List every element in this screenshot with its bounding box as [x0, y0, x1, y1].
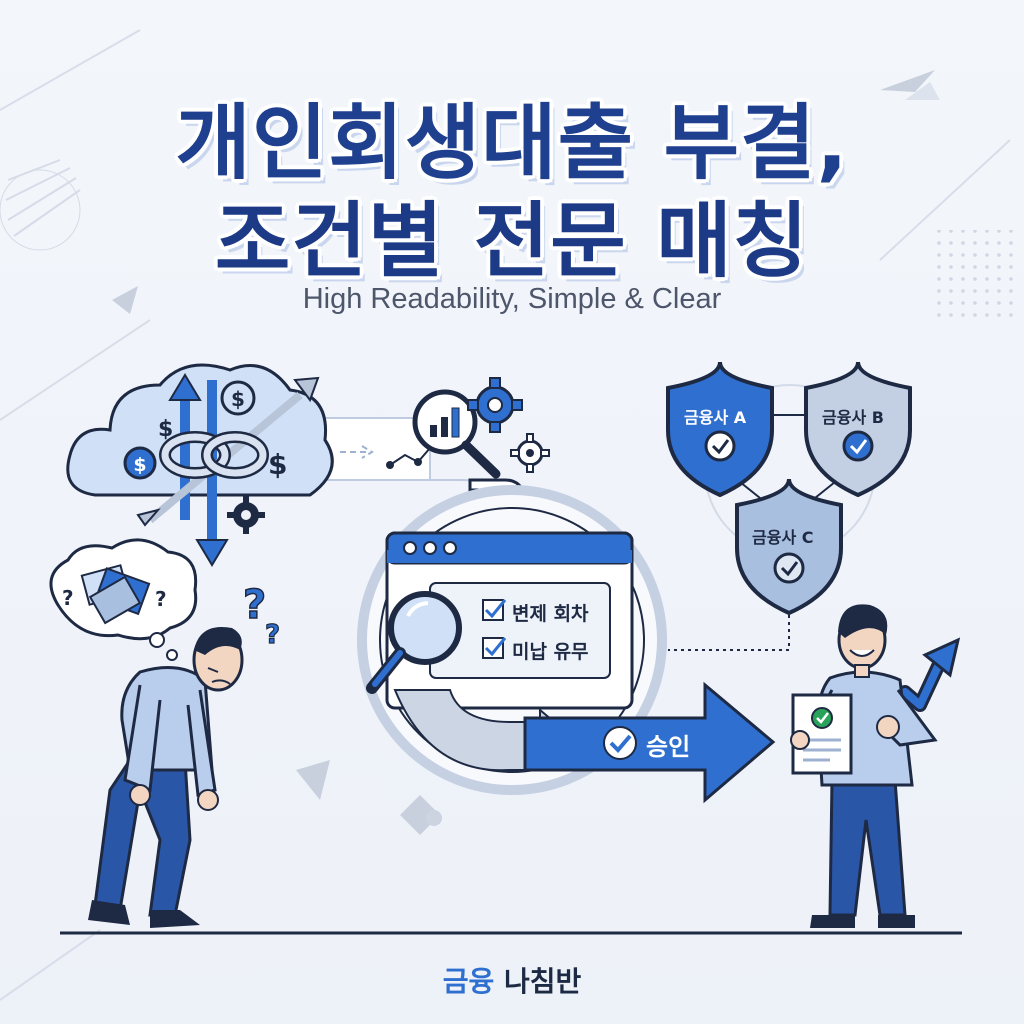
question-icon: ? ?: [242, 581, 280, 650]
shield-label-c: 금융사 C: [752, 528, 814, 547]
confused-man: [88, 626, 244, 928]
subtitle: High Readability, Simple & Clear: [302, 283, 722, 315]
bar-chart-icon: [412, 389, 501, 479]
approval-arrow: [523, 681, 776, 804]
svg-text:$: $: [231, 387, 245, 411]
checklist-item-2: 미납 유무: [512, 641, 589, 663]
thought-bubble: ? ?: [49, 538, 198, 661]
svg-text:?: ?: [265, 620, 280, 650]
shield-network: [666, 361, 912, 651]
shield-icon: [666, 361, 774, 498]
dollar-icon: $: [268, 448, 287, 481]
svg-text:$: $: [133, 454, 146, 476]
debt-cloud: $ $ $ $: [66, 363, 334, 567]
checklist-item-1: 변제 회차: [512, 603, 589, 625]
dollar-icon: $: [220, 380, 256, 416]
dollar-icon: $: [158, 417, 173, 442]
check-icon: [482, 637, 507, 659]
gear-icon: [467, 377, 523, 433]
footer-brand-part2: 나침반: [504, 965, 582, 998]
dollar-icon: $: [123, 446, 157, 480]
footer-brand: 금융 나침반: [0, 960, 1024, 1000]
shield-icon: [735, 478, 843, 616]
gear-icon: [227, 496, 265, 534]
shield-label-a: 금융사 A: [684, 408, 747, 427]
document-icon: [791, 693, 853, 775]
background-decorations: [0, 29, 1020, 1001]
approve-label: 승인: [646, 733, 691, 761]
review-window: [357, 485, 667, 795]
shield-label-b: 금융사 B: [822, 408, 884, 427]
svg-text:?: ?: [155, 587, 167, 611]
gear-icon: [510, 433, 550, 473]
svg-text:?: ?: [62, 586, 74, 610]
shield-icon: [804, 361, 912, 498]
footer-brand-part1: 금융: [442, 965, 495, 998]
headline-line-2: 조건별 전문 매칭: [214, 194, 810, 289]
svg-text:?: ?: [243, 582, 266, 628]
headline-line-1: 개인회생대출 부결,: [175, 96, 849, 191]
analytics-cluster: [386, 377, 550, 479]
check-icon: [482, 599, 507, 621]
magnifier-icon: [366, 591, 462, 694]
happy-man: [790, 604, 961, 928]
